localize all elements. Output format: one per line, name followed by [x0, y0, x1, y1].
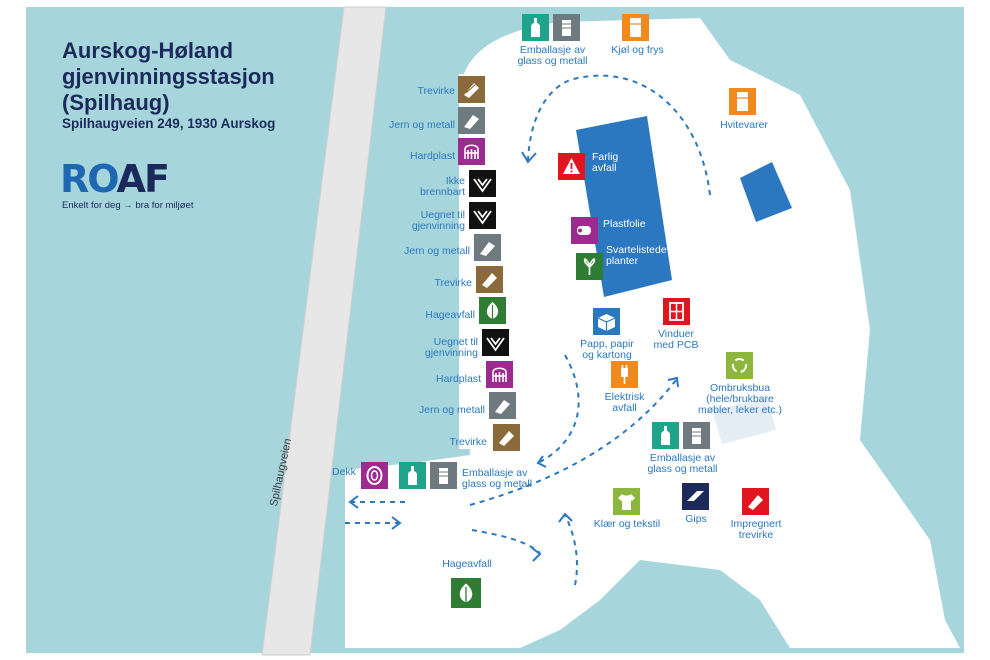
tire-icon[interactable]	[361, 462, 388, 489]
label-vinduer-med-pcb: Vinduer med PCB	[653, 328, 699, 351]
logo-part-af: AF	[116, 157, 170, 201]
tshirt-icon[interactable]	[613, 488, 640, 515]
wood-icon[interactable]	[476, 266, 503, 293]
hard-plastic-icon[interactable]	[458, 138, 485, 165]
label-gips: Gips	[685, 513, 707, 525]
label-trevirke: Trevirke	[449, 436, 487, 448]
leaf-icon[interactable]	[479, 297, 506, 324]
logo-part-ro: RO	[60, 157, 119, 201]
label-jern-og-metall: Jern og metall	[389, 119, 455, 131]
metal-icon[interactable]	[489, 392, 516, 419]
flow-arrowheads	[348, 151, 679, 562]
roaf-logo: ROAF	[60, 157, 170, 201]
wood-icon[interactable]	[493, 424, 520, 451]
label-plastfolie: Plastfolie	[603, 218, 646, 230]
glass-bottle-icon[interactable]	[652, 422, 679, 449]
label-svartelistede-planter: Svartelistede planter	[606, 244, 667, 267]
plasterboard-icon[interactable]	[682, 483, 709, 510]
label-hageavfall: Hageavfall	[425, 309, 475, 321]
label-jern-og-metall: Jern og metall	[419, 404, 485, 416]
recycle-icon[interactable]	[726, 352, 753, 379]
plastic-film-icon[interactable]	[571, 217, 598, 244]
traffic-flow-arrows	[345, 74, 711, 586]
metal-can-icon[interactable]	[430, 462, 457, 489]
metal-icon[interactable]	[458, 107, 485, 134]
label-hvitevarer: Hvitevarer	[720, 119, 768, 131]
unsuitable-icon[interactable]	[482, 329, 509, 356]
label-dekk: Dekk	[332, 466, 356, 478]
metal-can-icon[interactable]	[683, 422, 710, 449]
label-emballasje-top: Emballasje av glass og metall	[517, 44, 588, 67]
page-title: Aurskog-Høland gjenvinningsstasjon (Spil…	[62, 38, 275, 115]
label-uegnet: Uegnet til gjenvinning	[424, 336, 478, 359]
label-kjol-og-frys: Kjøl og frys	[611, 44, 664, 56]
flow-arrow-top	[527, 74, 711, 196]
leaf-icon[interactable]	[451, 578, 481, 608]
label-klaer-og-tekstil: Klær og tekstil	[593, 518, 661, 530]
window-icon[interactable]	[663, 298, 690, 325]
label-uegnet: Uegnet til gjenvinning	[411, 209, 465, 232]
plant-icon[interactable]	[576, 253, 603, 280]
flow-arrow-right	[469, 379, 677, 506]
label-hardplast: Hardplast	[410, 150, 455, 162]
non-combustible-icon[interactable]	[469, 170, 496, 197]
glass-bottle-icon[interactable]	[522, 14, 549, 41]
label-impregnert-trevirke: Impregnert trevirke	[730, 518, 782, 541]
tagline: Enkelt for deg → bra for miljøet	[62, 200, 194, 211]
hazard-icon[interactable]	[558, 153, 585, 180]
label-emballasje-entrance: Emballasje av glass og metall	[462, 467, 533, 490]
label-emballasje-lower: Emballasje av glass og metall	[647, 452, 718, 475]
label-farlig-avfall: Farlig avfall	[592, 151, 619, 174]
road	[261, 6, 387, 656]
unsuitable-icon[interactable]	[469, 202, 496, 229]
metal-icon[interactable]	[474, 234, 501, 261]
main-building	[576, 116, 672, 297]
label-hardplast: Hardplast	[436, 373, 481, 385]
fridge-icon[interactable]	[729, 88, 756, 115]
hard-plastic-icon[interactable]	[486, 361, 513, 388]
label-trevirke: Trevirke	[434, 277, 472, 289]
cardboard-box-icon[interactable]	[593, 308, 620, 335]
fridge-icon[interactable]	[622, 14, 649, 41]
ombruksbua-building	[712, 398, 776, 444]
label-ikke-brennbart: Ikke brennbart	[420, 175, 465, 198]
metal-can-icon[interactable]	[553, 14, 580, 41]
label-ombruksbua: Ombruksbua (hele/brukbare møbler, leker …	[697, 382, 783, 416]
label-jern-og-metall: Jern og metall	[404, 245, 470, 257]
side-building	[740, 162, 792, 222]
address: Spilhaugveien 249, 1930 Aurskog	[62, 116, 276, 131]
glass-bottle-icon[interactable]	[399, 462, 426, 489]
plug-icon[interactable]	[611, 361, 638, 388]
label-papp-papir: Papp, papir og kartong	[580, 338, 634, 361]
label-elektrisk-avfall: Elektrisk avfall	[604, 391, 645, 414]
treated-wood-icon[interactable]	[742, 488, 769, 515]
wood-icon[interactable]	[458, 76, 485, 103]
flow-arrow-middle	[539, 354, 580, 463]
label-hageavfall-bottom: Hageavfall	[442, 558, 492, 570]
label-trevirke: Trevirke	[417, 85, 455, 97]
